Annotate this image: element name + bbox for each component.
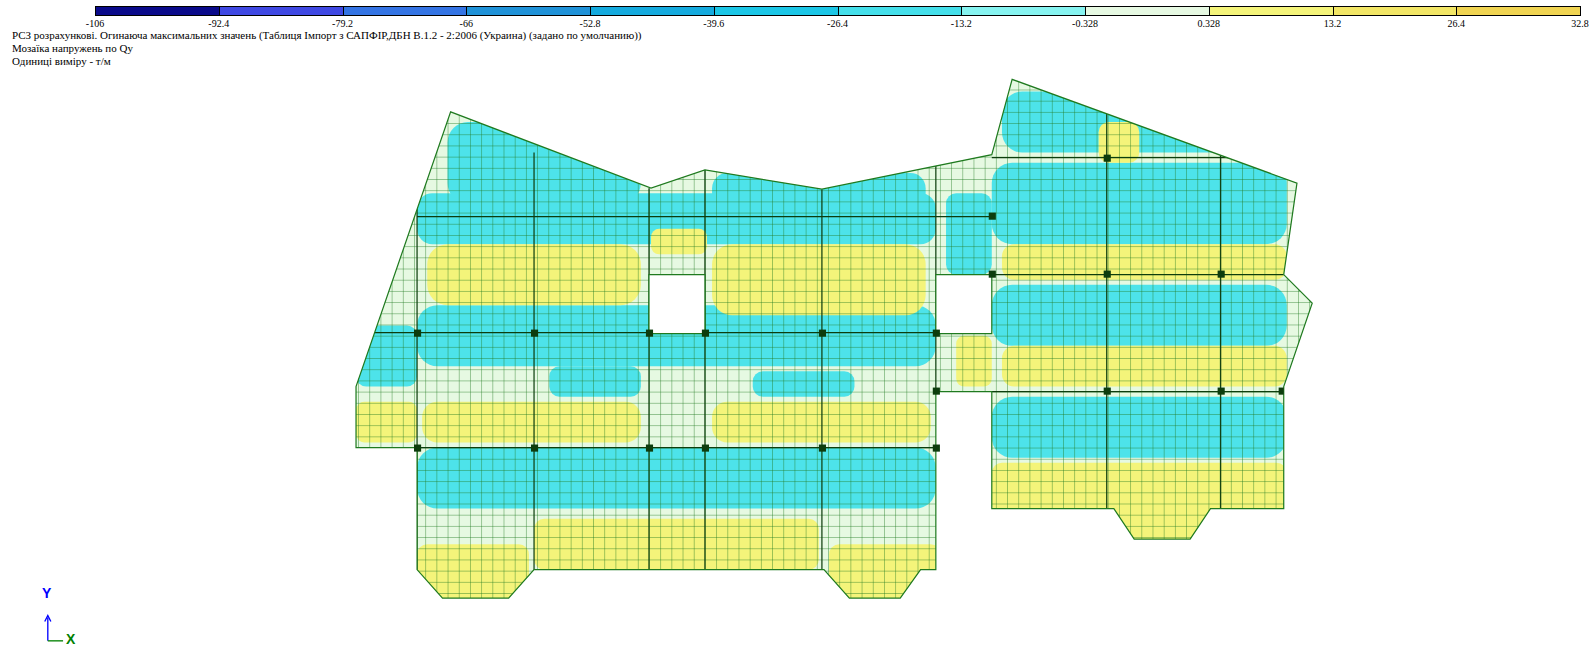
beam-lines (356, 102, 1284, 570)
legend-swatch (714, 6, 839, 16)
header-text: Одиниці виміру - т/м (12, 55, 111, 68)
legend-swatch (1209, 6, 1334, 16)
axis-label: Y (42, 586, 51, 601)
legend-swatch (95, 6, 220, 16)
pale-zone (346, 71, 1323, 610)
legend-swatch (590, 6, 715, 16)
header-text: РСЗ розрахункові. Огинаюча максимальних … (12, 29, 641, 42)
legend-swatch (1456, 6, 1581, 16)
scale-value: -106 (86, 18, 104, 29)
legend-swatch (838, 6, 963, 16)
legend-swatch (961, 6, 1086, 16)
scale-value: -39.6 (703, 18, 724, 29)
scale-value: 26.4 (1448, 18, 1466, 29)
columns (414, 155, 1284, 452)
scale-value: -92.4 (208, 18, 229, 29)
legend-swatch (343, 6, 468, 16)
axis-arrows (45, 615, 63, 640)
legend-swatch (466, 6, 591, 16)
scale-value: -52.8 (580, 18, 601, 29)
scale-value: 13.2 (1324, 18, 1342, 29)
fe-mesh (346, 71, 1323, 610)
scale-value: -79.2 (332, 18, 353, 29)
axis-label: X (66, 632, 75, 647)
legend-swatch (1333, 6, 1458, 16)
stress-field (346, 71, 1323, 610)
scale-value: 32.8 (1571, 18, 1589, 29)
scale-value: -66 (460, 18, 473, 29)
scale-value: -26.4 (827, 18, 848, 29)
header-text: Мозаїка напружень по Qy (12, 42, 133, 55)
legend-swatch (219, 6, 344, 16)
scale-value: -13.2 (951, 18, 972, 29)
scale-value: -0.328 (1072, 18, 1098, 29)
slab-outline (356, 79, 1312, 598)
legend-swatch (1085, 6, 1210, 16)
scale-value: 0.328 (1198, 18, 1221, 29)
